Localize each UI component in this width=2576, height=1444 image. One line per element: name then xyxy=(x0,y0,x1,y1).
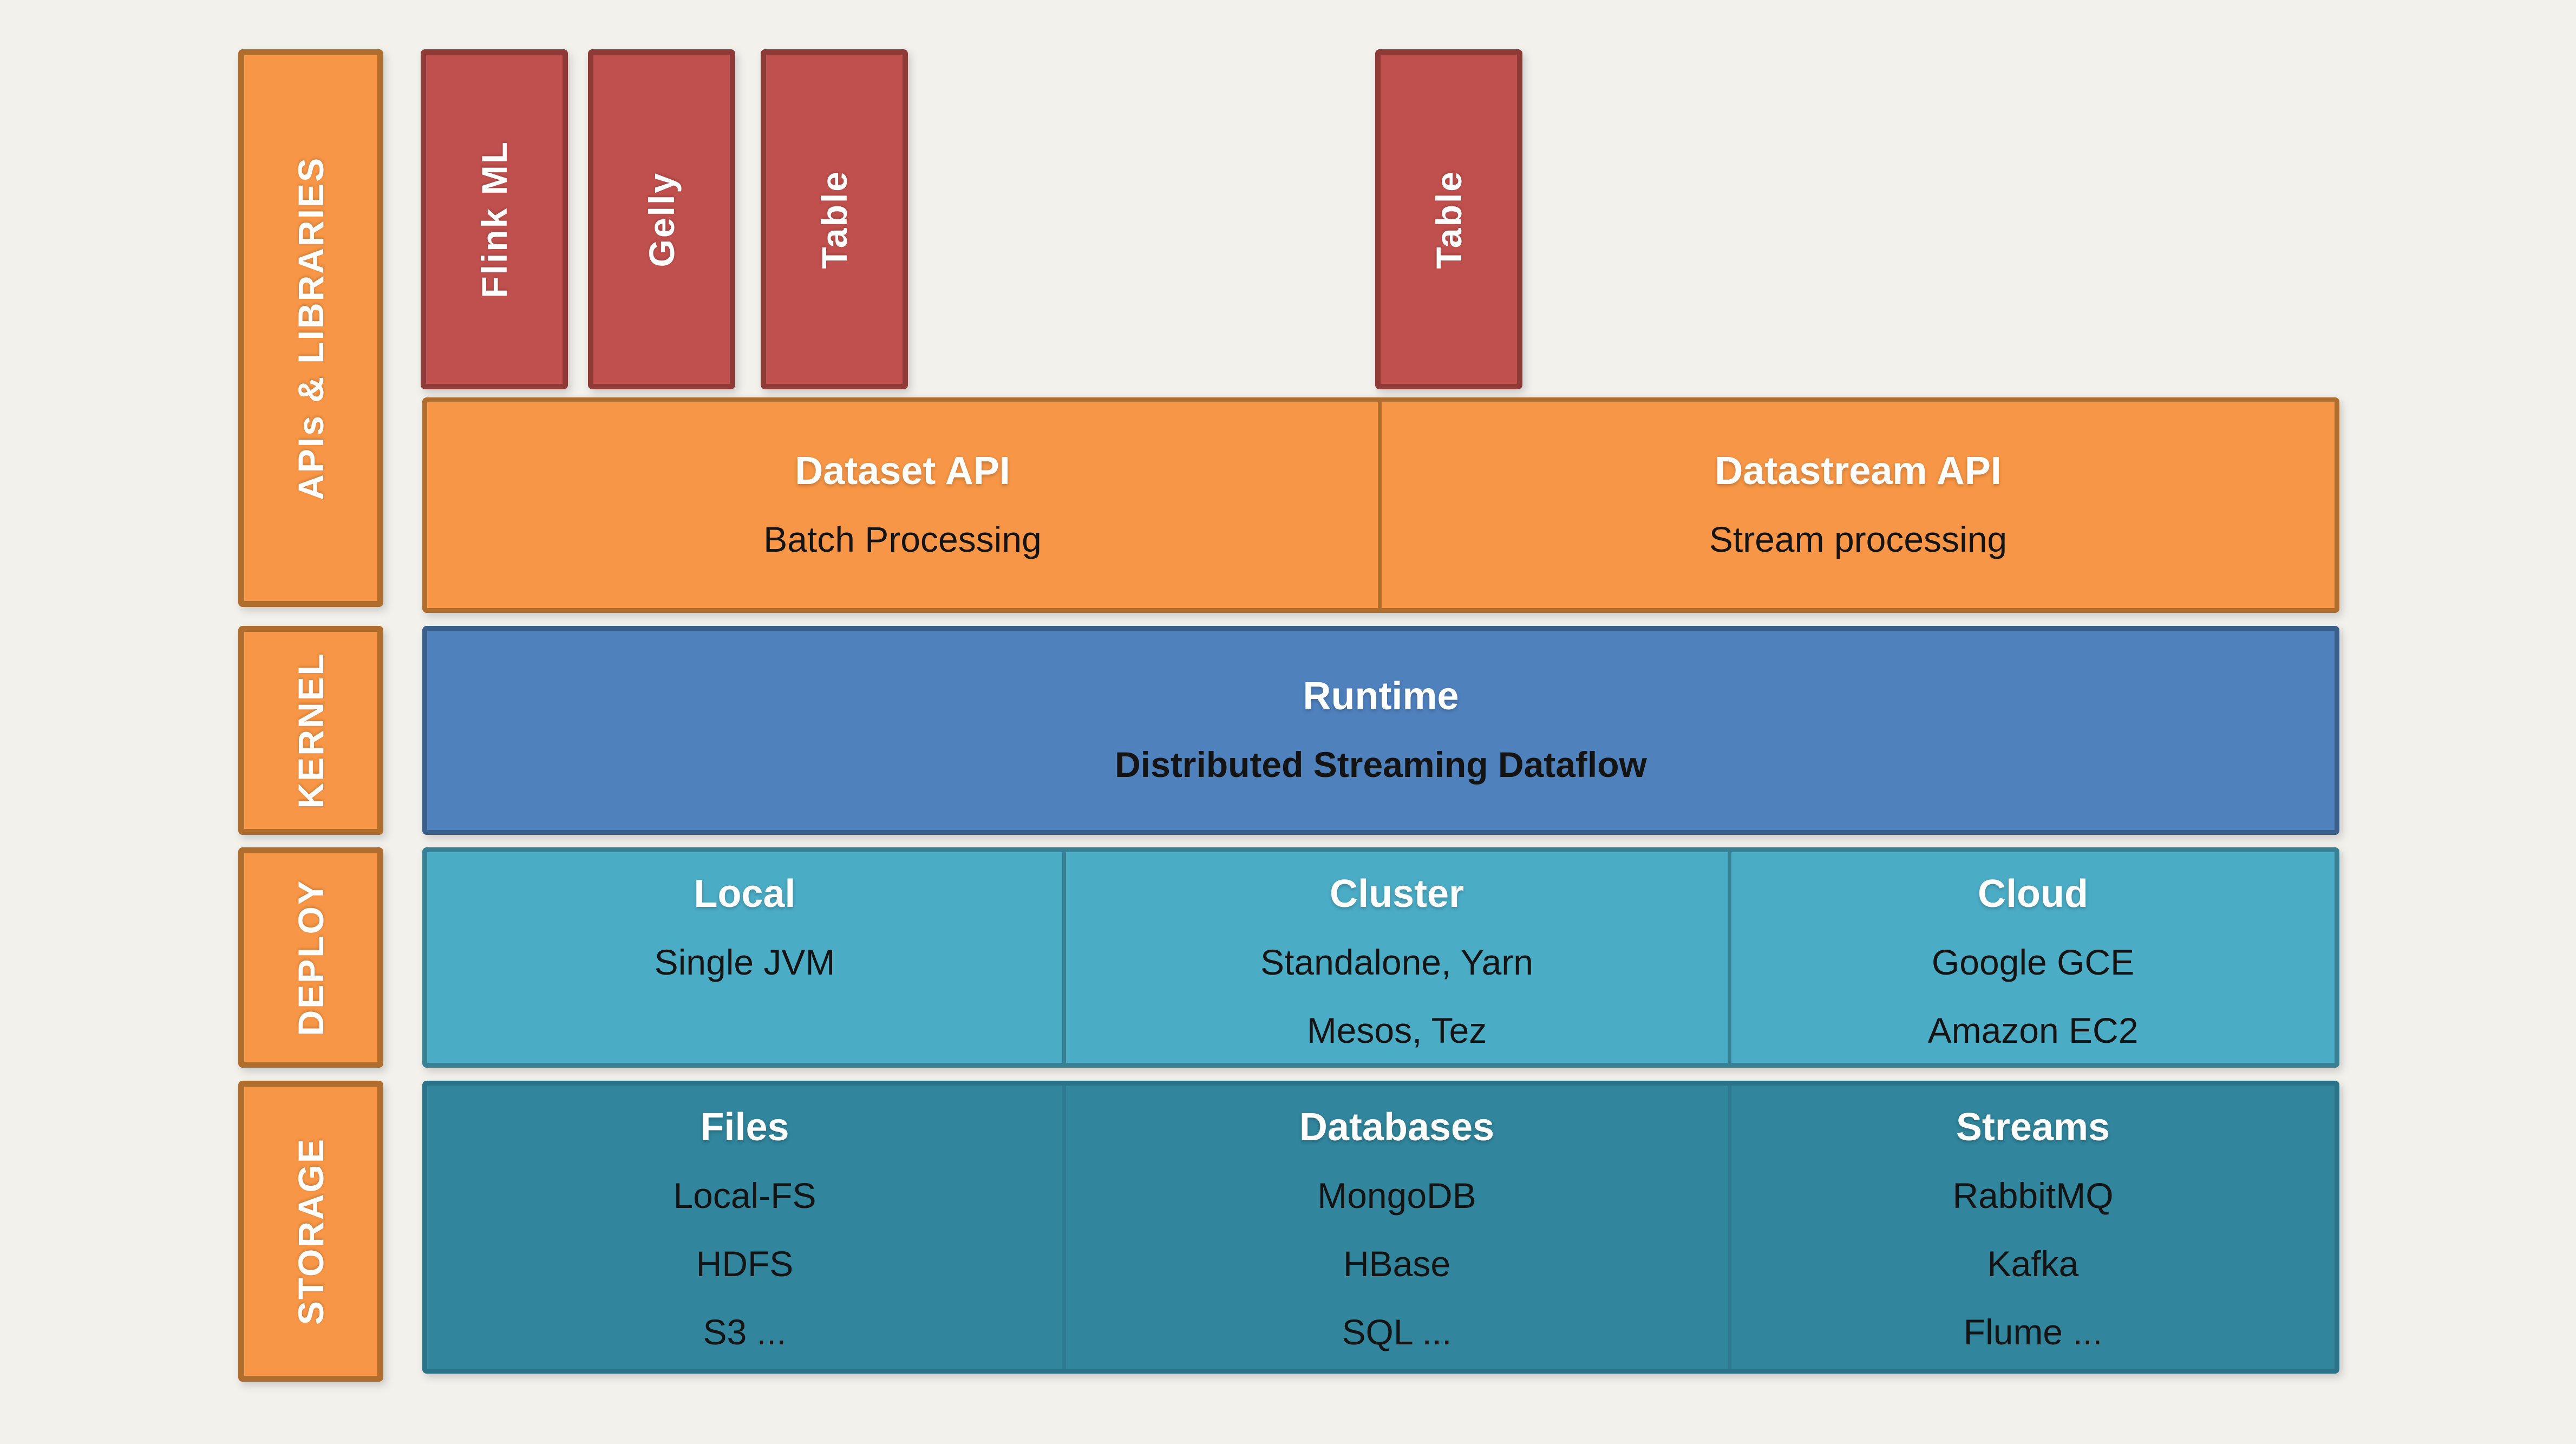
cell-line: Google GCE xyxy=(1931,942,2135,982)
library-box-gelly: Gelly xyxy=(588,49,735,389)
api-layer-row: Dataset API Batch Processing Datastream … xyxy=(422,397,2339,613)
cell-title: Cloud xyxy=(1978,872,2088,916)
sidebar-item-deploy: DEPLOY xyxy=(238,847,383,1068)
cell-title: Runtime xyxy=(1303,675,1459,718)
sidebar-label: DEPLOY xyxy=(291,879,331,1036)
cell-line: RabbitMQ xyxy=(1952,1175,2114,1216)
cell-subtitle: Batch Processing xyxy=(763,519,1042,559)
deploy-cell-cluster: Cluster Standalone, Yarn Mesos, Tez xyxy=(1062,852,1728,1063)
library-label: Flink ML xyxy=(474,140,514,298)
library-label: Table xyxy=(814,169,854,269)
deploy-cell-local: Local Single JVM xyxy=(427,852,1062,1063)
cell-line: Kafka xyxy=(1987,1244,2079,1284)
storage-layer-row: Files Local-FS HDFS S3 ... Databases Mon… xyxy=(422,1081,2339,1374)
cell-line: MongoDB xyxy=(1317,1175,1476,1216)
cell-subtitle: Stream processing xyxy=(1709,519,2008,559)
cell-line: Flume ... xyxy=(1963,1312,2103,1352)
cell-title: Cluster xyxy=(1329,872,1464,916)
cell-title: Datastream API xyxy=(1715,449,2002,493)
sidebar-item-apis-libraries: APIs & LIBRARIES xyxy=(238,49,383,607)
sidebar-label: KERNEL xyxy=(291,652,331,809)
cell-line: Amazon EC2 xyxy=(1927,1010,2139,1050)
sidebar-label: STORAGE xyxy=(291,1137,331,1325)
cell-line: HBase xyxy=(1343,1244,1451,1284)
cell-title: Databases xyxy=(1299,1106,1495,1149)
kernel-layer-row: Runtime Distributed Streaming Dataflow xyxy=(422,626,2339,835)
dataset-api-cell: Dataset API Batch Processing xyxy=(427,402,1378,608)
sidebar-label: APIs & LIBRARIES xyxy=(291,156,331,500)
cell-line: Standalone, Yarn xyxy=(1260,942,1533,982)
storage-cell-files: Files Local-FS HDFS S3 ... xyxy=(427,1086,1062,1369)
cell-line: Mesos, Tez xyxy=(1306,1010,1487,1050)
cell-subtitle: Distributed Streaming Dataflow xyxy=(1115,744,1647,785)
storage-cell-streams: Streams RabbitMQ Kafka Flume ... xyxy=(1728,1086,2335,1369)
library-label: Gelly xyxy=(642,171,682,267)
cell-line: HDFS xyxy=(696,1244,794,1284)
cell-title: Local xyxy=(694,872,796,916)
library-box-flink-ml: Flink ML xyxy=(421,49,568,389)
cell-line: Local-FS xyxy=(673,1175,816,1216)
storage-cell-databases: Databases MongoDB HBase SQL ... xyxy=(1062,1086,1728,1369)
datastream-api-cell: Datastream API Stream processing xyxy=(1378,402,2335,608)
cell-line: S3 ... xyxy=(703,1312,787,1352)
cell-line: Single JVM xyxy=(654,942,835,982)
cell-title: Streams xyxy=(1956,1106,2110,1149)
library-label: Table xyxy=(1429,169,1469,269)
runtime-cell: Runtime Distributed Streaming Dataflow xyxy=(427,631,2335,830)
cell-title: Files xyxy=(700,1106,789,1149)
library-box-table-batch: Table xyxy=(761,49,908,389)
deploy-cell-cloud: Cloud Google GCE Amazon EC2 xyxy=(1728,852,2335,1063)
sidebar-item-storage: STORAGE xyxy=(238,1081,383,1382)
cell-title: Dataset API xyxy=(795,449,1010,493)
deploy-layer-row: Local Single JVM Cluster Standalone, Yar… xyxy=(422,847,2339,1068)
sidebar-item-kernel: KERNEL xyxy=(238,626,383,835)
library-box-table-stream: Table xyxy=(1375,49,1522,389)
cell-line: SQL ... xyxy=(1342,1312,1452,1352)
